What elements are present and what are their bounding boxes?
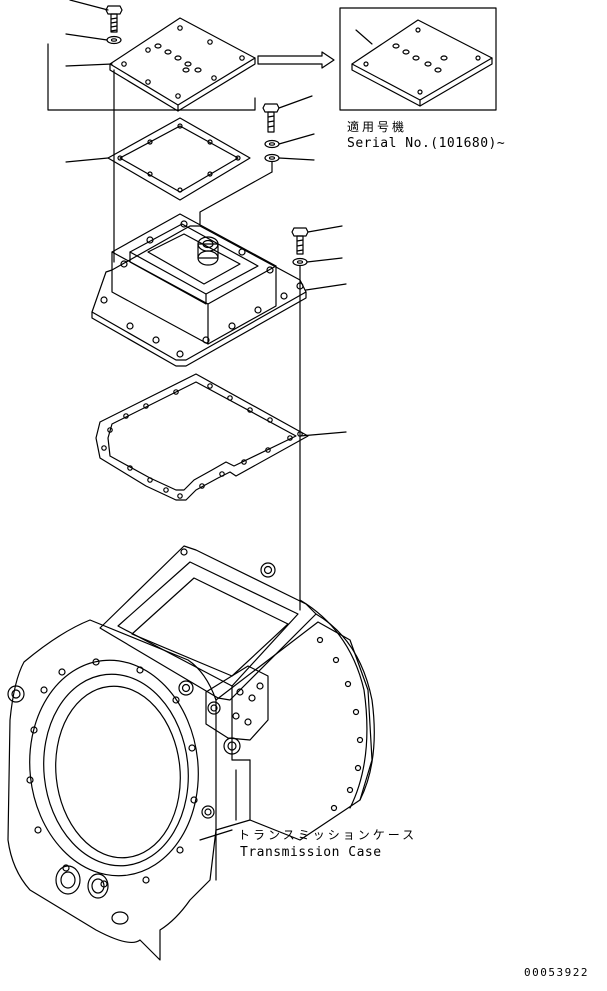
leader-transmission-case: [200, 830, 232, 840]
valve-body-block: [92, 214, 306, 366]
inset-box: [340, 8, 496, 110]
inset-arrow: [258, 52, 334, 68]
case-bolt: [292, 228, 308, 254]
cover-plate: [110, 18, 255, 111]
valve-bolt: [263, 104, 279, 132]
leader-upper-gasket: [66, 158, 108, 162]
leader-cover-bolt: [70, 0, 108, 10]
serial-number-label: Serial No.(101680)~: [347, 136, 506, 151]
leader-case-bolt: [308, 226, 342, 232]
inset-plate: [352, 20, 492, 106]
transmission-case-label-jp: トランスミッションケース: [238, 828, 418, 842]
top-bracket: [48, 44, 255, 110]
drawing-number: 00053922: [524, 966, 589, 979]
transmission-case-label-en: Transmission Case: [240, 845, 382, 860]
valve-washer-1: [265, 141, 279, 148]
leader-valve-bolt: [279, 96, 312, 108]
leader-lower-gasket: [300, 432, 346, 436]
case-washer: [293, 259, 307, 266]
leader-valve-washer-2: [279, 158, 314, 160]
cover-washer: [107, 37, 121, 44]
applicable-models-label: 適用号機: [347, 120, 408, 134]
leader-valve-body: [306, 284, 346, 290]
valve-washer-2: [265, 155, 279, 162]
leader-cover-washer: [66, 34, 107, 40]
leader-inset-plate: [356, 30, 372, 44]
upper-gasket: [108, 118, 250, 200]
lower-gasket: [96, 374, 308, 500]
leader-cover-plate: [66, 64, 112, 66]
leader-valve-washer-1: [279, 134, 314, 144]
leader-case-washer: [307, 258, 342, 262]
transmission-case: [8, 546, 374, 960]
